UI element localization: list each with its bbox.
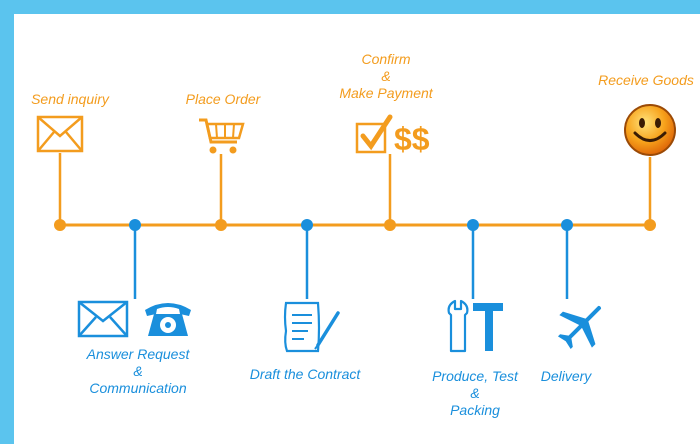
shopping-cart-icon bbox=[199, 118, 245, 154]
label-receive-goods: Receive Goods bbox=[594, 72, 698, 89]
smiley-icon bbox=[624, 104, 676, 156]
label-line: Place Order bbox=[185, 91, 261, 107]
node-answer-request bbox=[129, 219, 141, 231]
envelope-icon bbox=[77, 300, 129, 338]
envelope-icon bbox=[36, 115, 84, 153]
label-line: Make Payment bbox=[339, 85, 433, 101]
label-line: & bbox=[381, 68, 391, 84]
label-line: Draft the Contract bbox=[249, 366, 361, 382]
label-line: Answer Request bbox=[86, 346, 190, 362]
label-line: & bbox=[470, 385, 480, 401]
svg-text:$$: $$ bbox=[394, 121, 430, 156]
node-place-order bbox=[215, 219, 227, 231]
label-draft-contract: Draft the Contract bbox=[242, 366, 368, 383]
label-line: Packing bbox=[450, 402, 500, 418]
label-send-inquiry: Send inquiry bbox=[22, 91, 118, 108]
node-receive-goods bbox=[644, 219, 656, 231]
label-produce-test: Produce, Test & Packing bbox=[422, 368, 528, 419]
label-delivery: Delivery bbox=[533, 368, 599, 385]
timeline-svg bbox=[54, 153, 656, 299]
node-send-inquiry bbox=[54, 219, 66, 231]
node-delivery bbox=[561, 219, 573, 231]
label-line: Communication bbox=[89, 380, 187, 396]
label-line: Produce, Test bbox=[432, 368, 518, 384]
label-line: Delivery bbox=[540, 368, 592, 384]
diagram-canvas: Send inquiry Place Order Confirm & Make … bbox=[14, 14, 700, 444]
label-line: & bbox=[133, 363, 143, 379]
label-line: Send inquiry bbox=[31, 91, 109, 107]
airplane-icon bbox=[557, 305, 602, 350]
tools-icon bbox=[447, 299, 503, 353]
checkbox-dollar-icon: $$ bbox=[355, 114, 430, 156]
document-pen-icon bbox=[283, 301, 340, 353]
node-produce-test bbox=[467, 219, 479, 231]
node-confirm-payment bbox=[384, 219, 396, 231]
label-place-order: Place Order bbox=[179, 91, 267, 108]
label-confirm-payment: Confirm & Make Payment bbox=[330, 51, 442, 102]
node-draft-contract bbox=[301, 219, 313, 231]
label-answer-request: Answer Request & Communication bbox=[80, 346, 196, 397]
label-line: Confirm bbox=[361, 51, 411, 67]
label-line: Receive Goods bbox=[598, 72, 694, 88]
telephone-icon bbox=[145, 303, 191, 336]
